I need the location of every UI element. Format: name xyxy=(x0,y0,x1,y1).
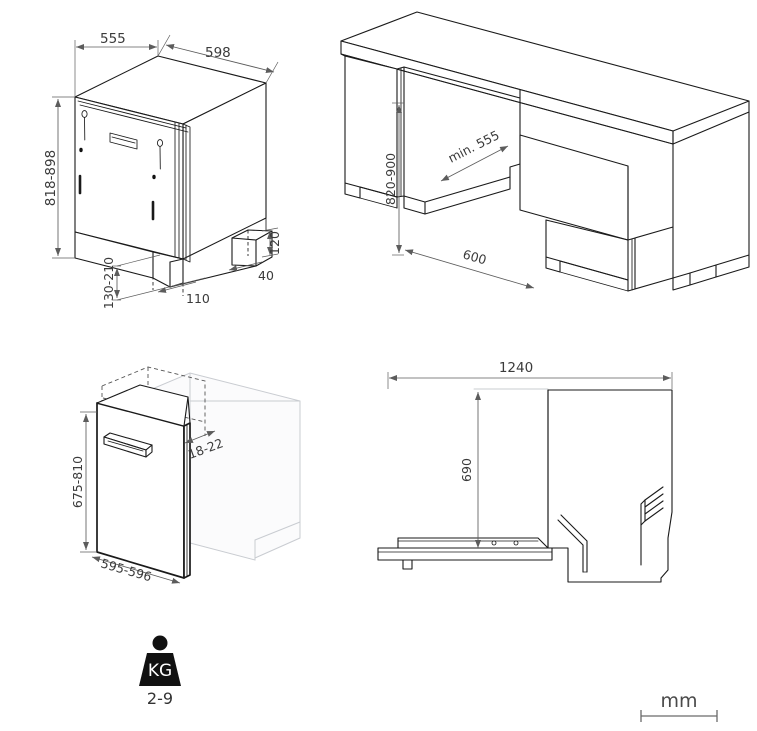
view-top-right-cabinet-niche: 820-900 min. 555 600 xyxy=(340,11,750,292)
view-bottom-right-open-door: 1240 690 xyxy=(377,360,673,583)
dim-label-690: 690 xyxy=(459,458,474,482)
dim-label-110: 110 xyxy=(186,291,210,306)
view-top-left-dishwasher: 555 598 818-898 130-210 110 xyxy=(43,31,282,309)
legend-weight: KG 2-9 xyxy=(139,635,181,708)
legend-unit-scale: mm xyxy=(640,690,718,722)
weight-unit-label: KG xyxy=(148,661,172,681)
dim-label-555: 555 xyxy=(100,31,126,47)
dim-label-818-898: 818-898 xyxy=(43,150,59,206)
weight-value-label: 2-9 xyxy=(147,689,173,708)
dim-label-820-900: 820-900 xyxy=(383,153,398,205)
dim-label-min-555: min. 555 xyxy=(446,127,502,166)
view-bottom-left-door-panel: 675-810 595-596 18-22 xyxy=(70,366,301,584)
unit-scale-label: mm xyxy=(660,690,697,712)
dim-label-40: 40 xyxy=(258,268,274,283)
dim-label-120: 120 xyxy=(267,231,282,255)
dim-label-130-210: 130-210 xyxy=(101,257,116,309)
dim-label-675-810: 675-810 xyxy=(70,456,85,508)
dim-label-598: 598 xyxy=(205,45,231,61)
weight-knob-icon xyxy=(152,635,168,651)
weight-body-icon xyxy=(139,653,181,686)
dim-label-600: 600 xyxy=(461,246,488,267)
dim-label-1240: 1240 xyxy=(499,360,533,376)
